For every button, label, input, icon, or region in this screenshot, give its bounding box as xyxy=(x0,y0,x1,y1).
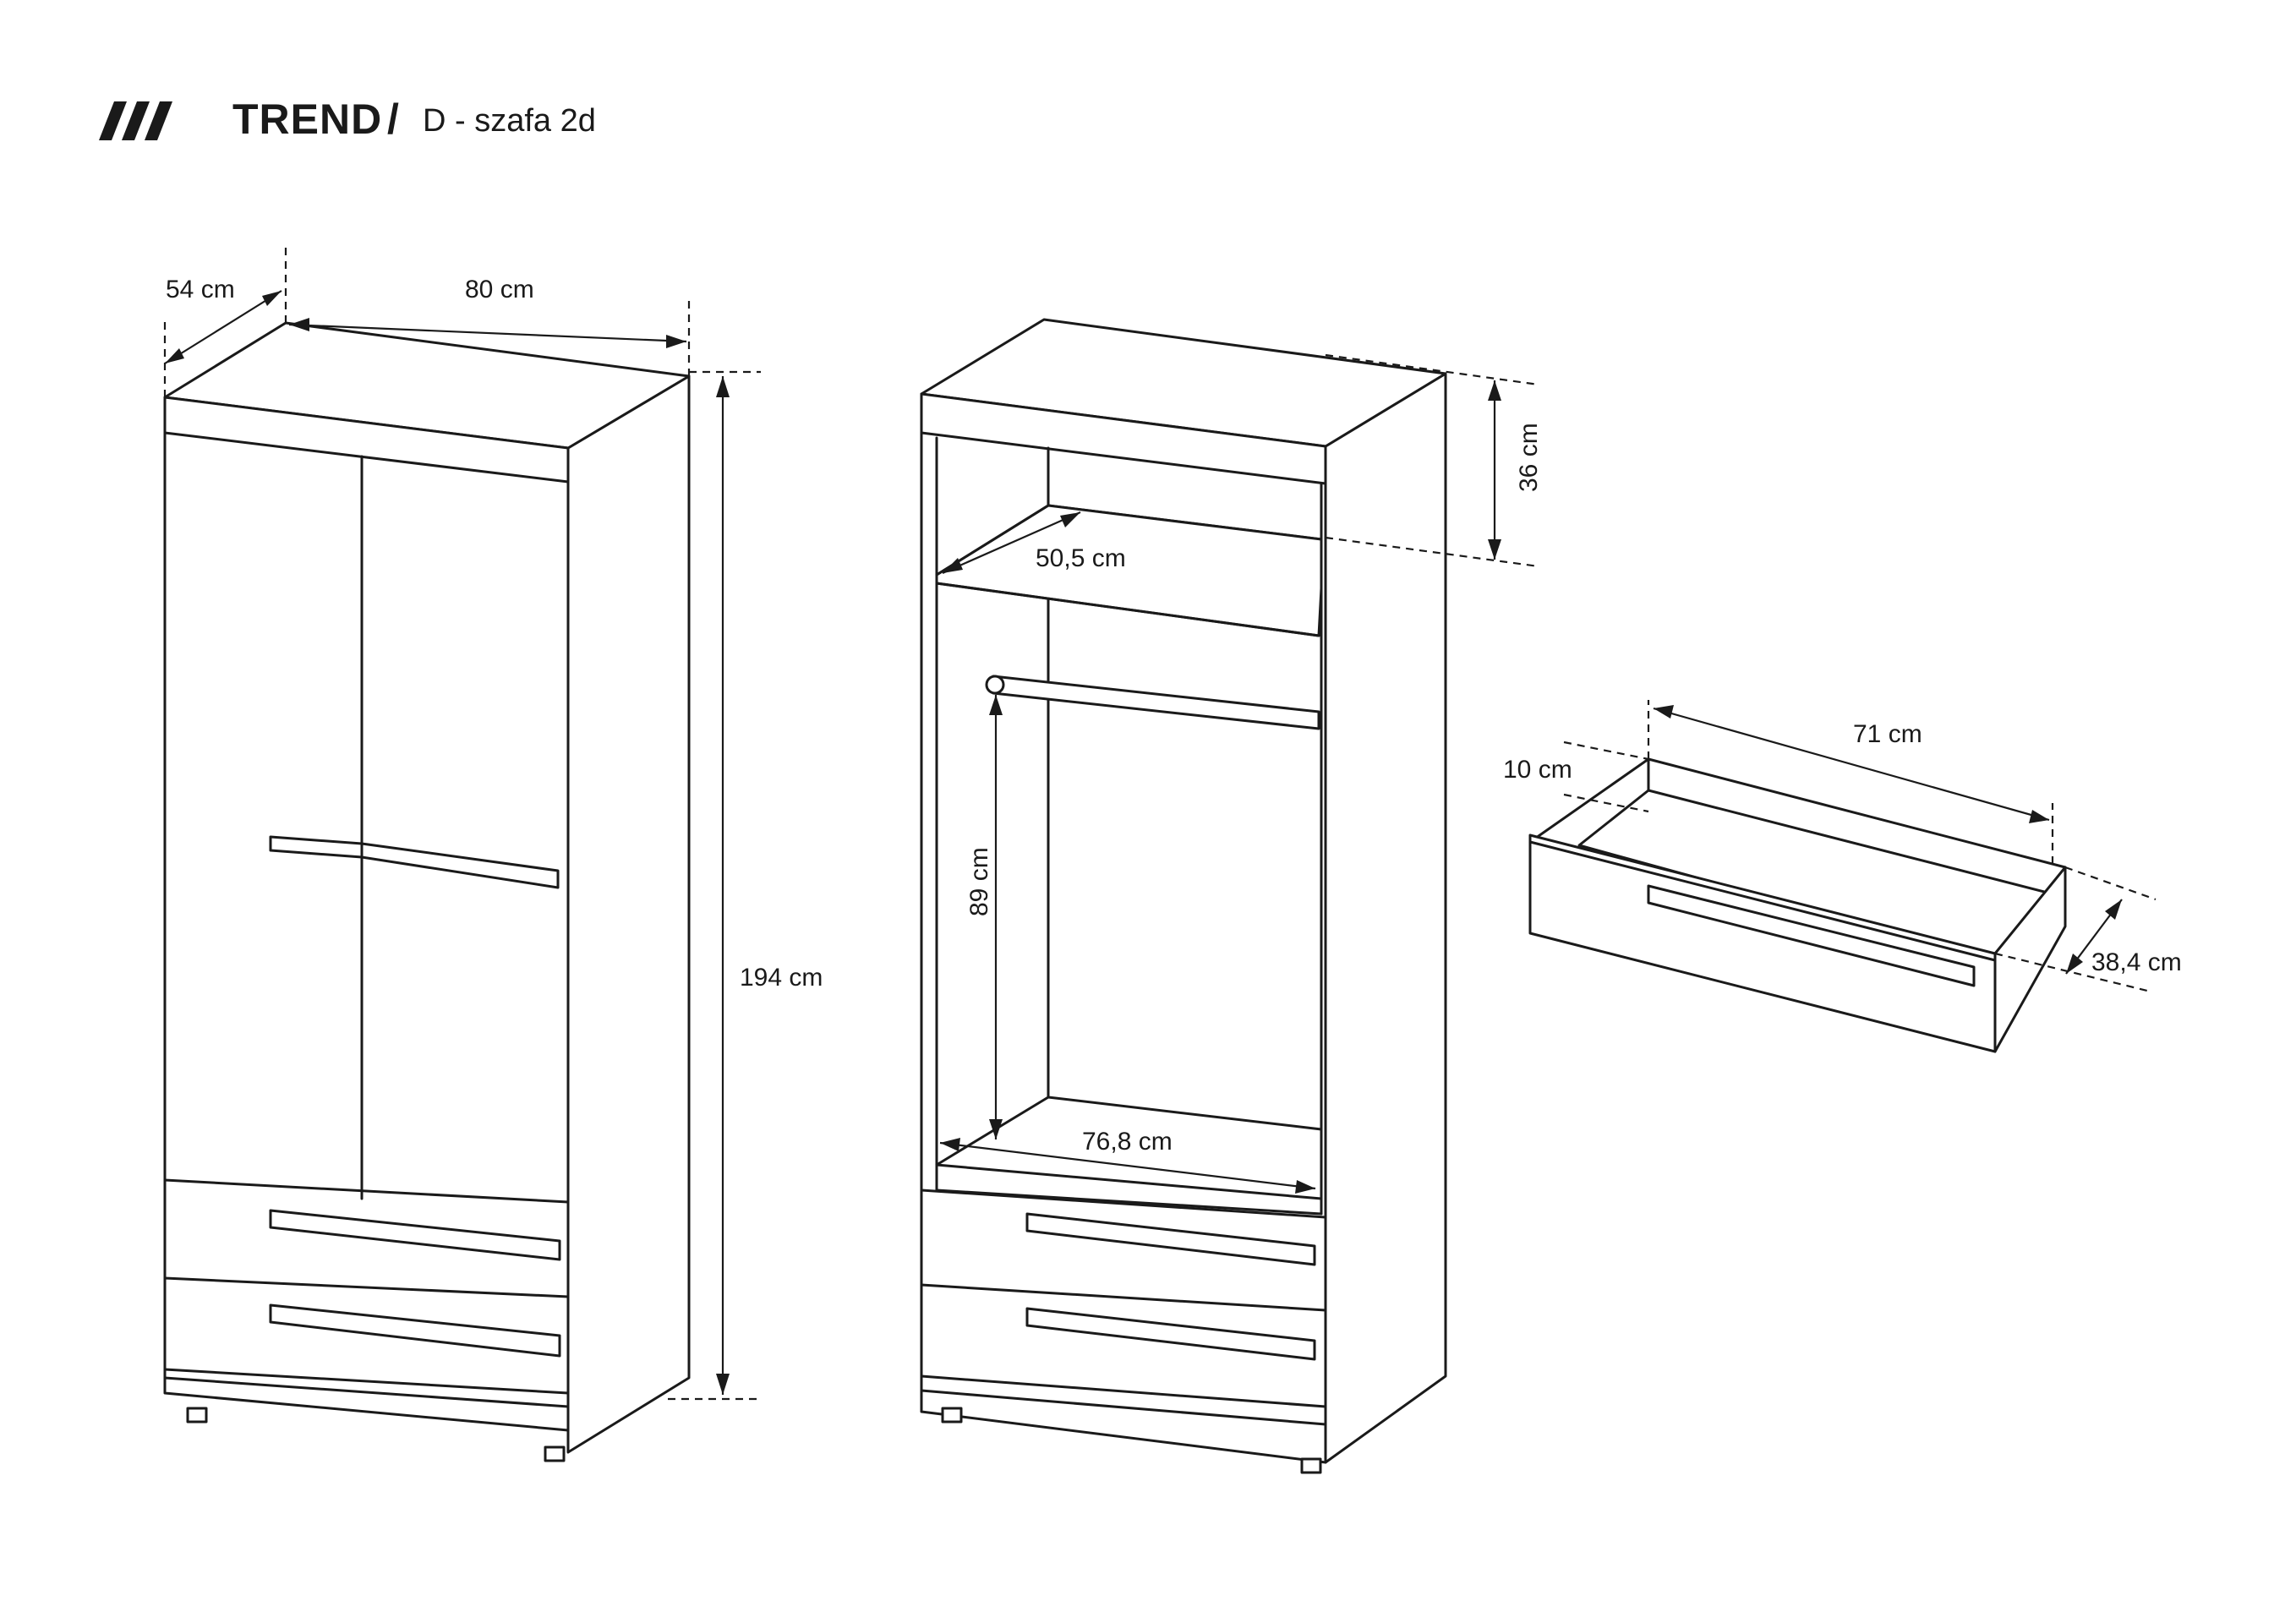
product-name: D - szafa 2d xyxy=(423,103,596,139)
dim-drawer-depth-label: 38,4 cm xyxy=(2091,948,2182,976)
dim-depth-label: 54 cm xyxy=(166,276,235,303)
dim-hanging-height-label: 89 cm xyxy=(965,847,993,916)
dim-shelf-depth-label: 50,5 cm xyxy=(1036,544,1126,572)
title-separator: / xyxy=(387,96,399,143)
brand-title: TREND xyxy=(232,96,383,143)
dim-inner-width-label: 76,8 cm xyxy=(1082,1128,1173,1156)
dim-width-label: 80 cm xyxy=(465,276,534,303)
dim-drawer-height-label: 10 cm xyxy=(1503,756,1572,784)
dim-top-compartment-label: 36 cm xyxy=(1515,423,1543,492)
dim-drawer-width-label: 71 cm xyxy=(1853,720,1922,748)
dim-height-label: 194 cm xyxy=(740,964,823,992)
